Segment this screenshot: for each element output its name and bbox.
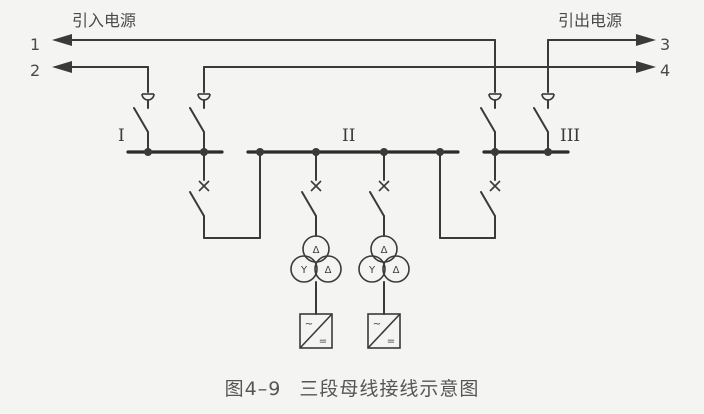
source-out-label: 引出电源: [558, 11, 622, 30]
figure-number: 图4–9: [224, 378, 282, 400]
figure-title: 三段母线接线示意图: [299, 378, 480, 400]
bus-label-iii: III: [560, 126, 580, 146]
bus-tie-breaker-i-ii: [189, 151, 261, 239]
transformer-1-top-winding: Δ: [313, 245, 320, 256]
feeder-breaker-1: [301, 151, 322, 237]
bus-tie-breaker-ii-iii: [439, 151, 501, 239]
line-4-number: 4: [660, 61, 670, 80]
transformer-1: Δ Y Δ: [290, 235, 342, 315]
line-2-number: 2: [30, 61, 40, 80]
disconnector-iii-2: [533, 93, 555, 153]
bus-node: [144, 148, 152, 156]
feed-line-3: [547, 34, 656, 46]
feeder-breaker-2: [369, 151, 390, 237]
disconnector-i-1: [133, 93, 155, 153]
source-in-label: 引入电源: [72, 11, 136, 30]
line-3-number: 3: [660, 35, 670, 54]
bus-node: [544, 148, 552, 156]
transformer-2-top-winding: Δ: [381, 245, 388, 256]
transformer-2-left-winding: Y: [368, 265, 376, 276]
transformer-1-left-winding: Y: [300, 265, 308, 276]
converter-1: ~ =: [299, 313, 333, 349]
transformer-1-right-winding: Δ: [325, 265, 332, 276]
converter-1-dc-symbol: =: [319, 336, 327, 347]
transformer-2: Δ Y Δ: [358, 235, 410, 315]
bus-label-ii: II: [342, 126, 355, 146]
figure-caption: 图4–9 三段母线接线示意图: [0, 374, 704, 401]
line-1-number: 1: [30, 35, 40, 54]
transformer-2-right-winding: Δ: [393, 265, 400, 276]
feed-line-4: [203, 61, 656, 73]
converter-1-ac-symbol: ~: [305, 319, 313, 330]
converter-2-ac-symbol: ~: [373, 319, 381, 330]
disconnector-i-2: [189, 93, 211, 153]
bus-label-i: I: [118, 126, 125, 146]
feed-line-1: [52, 34, 496, 46]
feed-line-2: [52, 61, 149, 73]
converter-2-dc-symbol: =: [387, 336, 395, 347]
converter-2: ~ =: [367, 313, 401, 349]
disconnector-iii-1: [480, 93, 502, 153]
